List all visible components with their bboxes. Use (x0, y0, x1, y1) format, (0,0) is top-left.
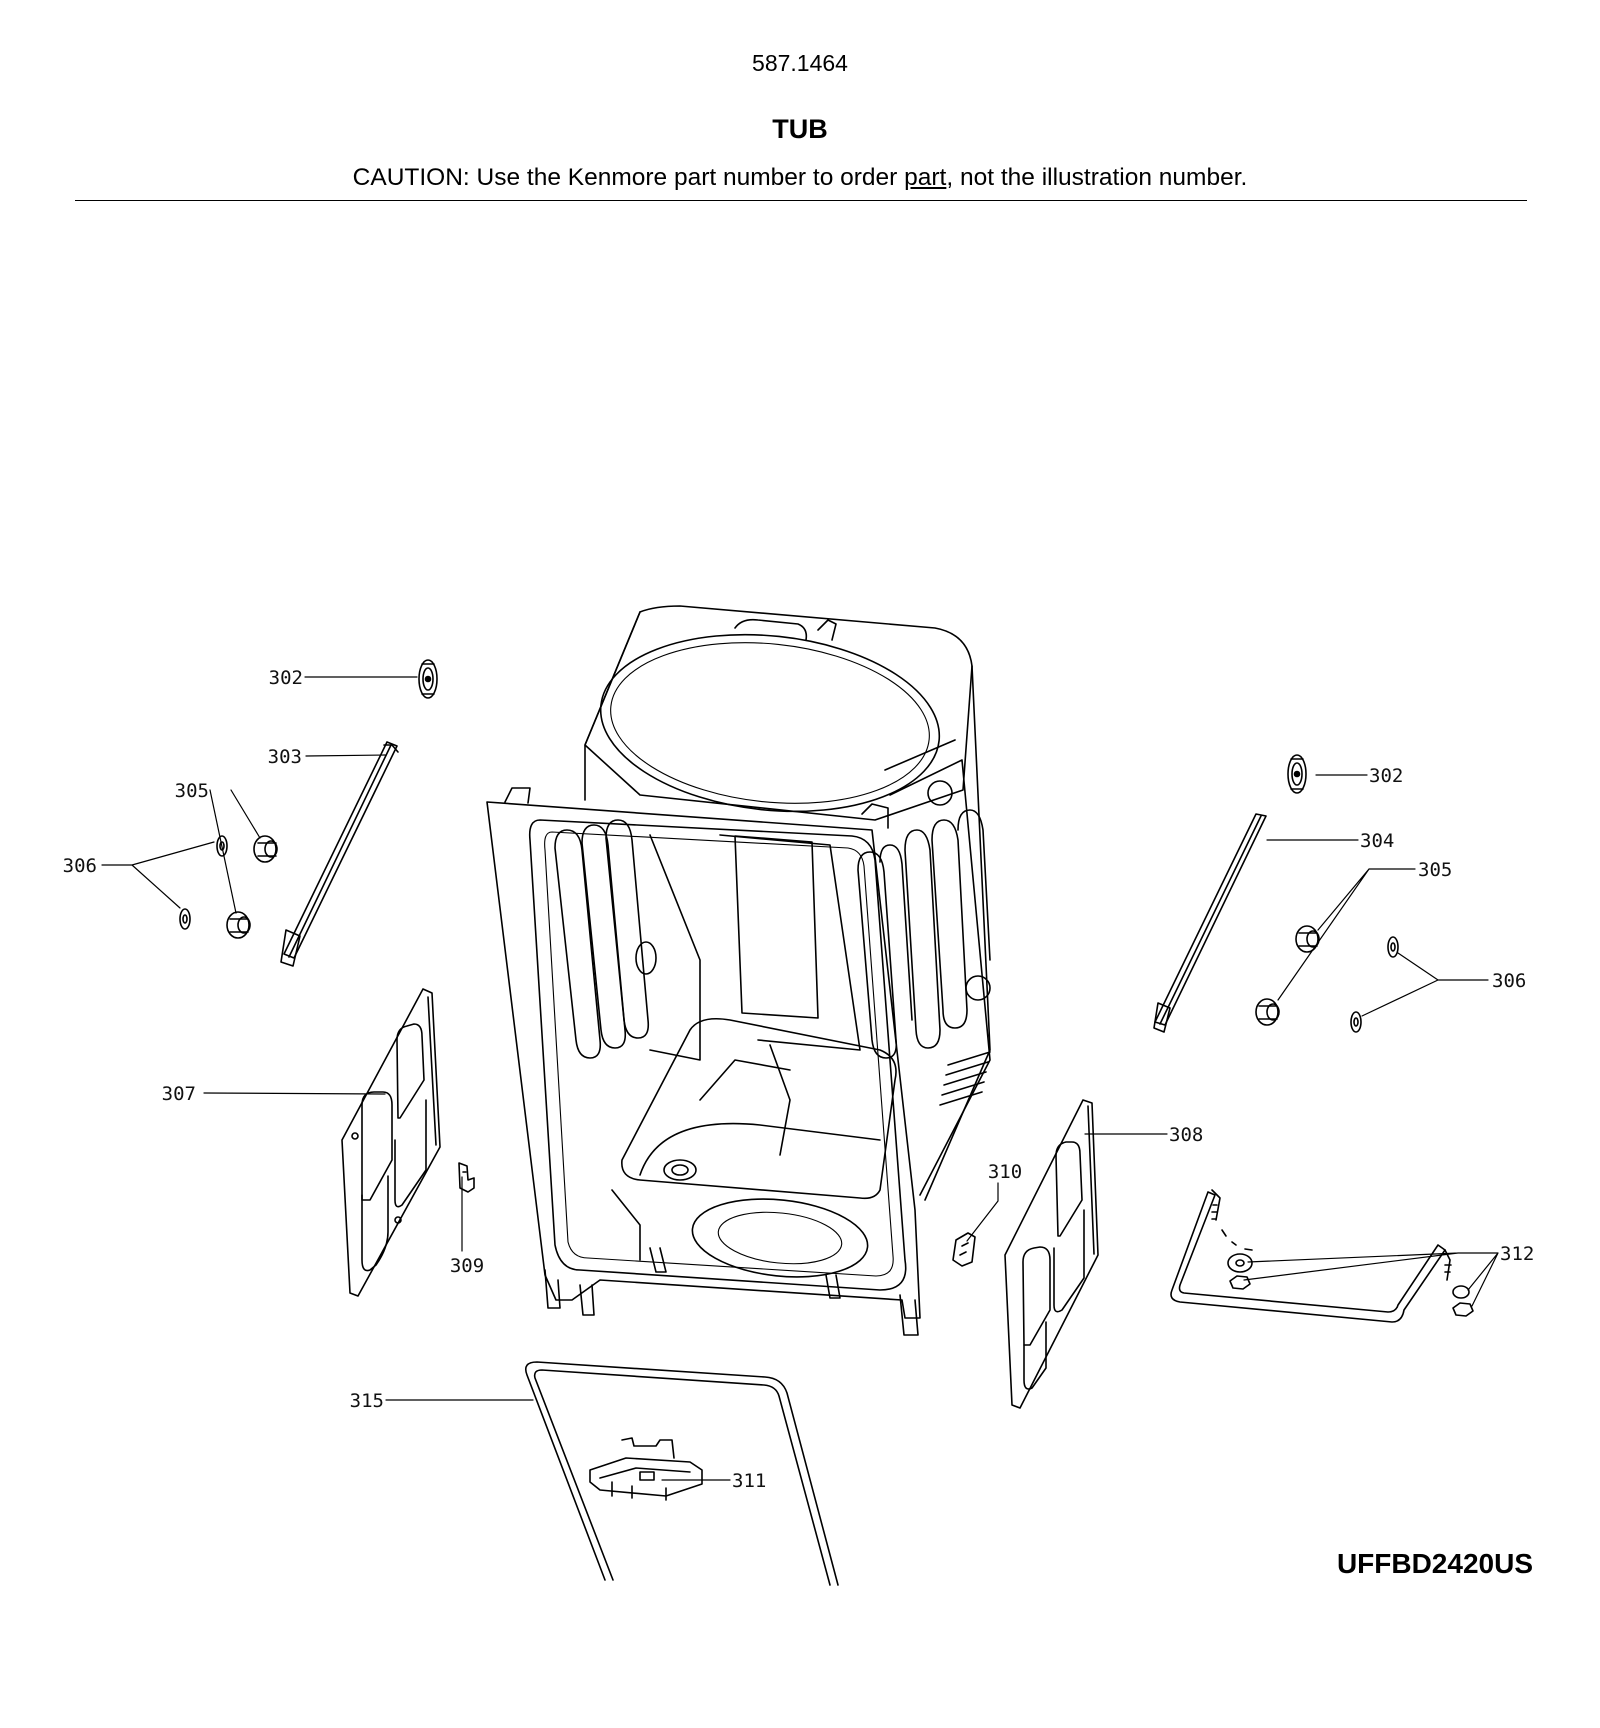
callout-305-left: 305 (175, 780, 209, 802)
part-304-right-dishrack-rail (1153, 813, 1267, 1033)
caution-text-end: , not the illustration number. (946, 164, 1248, 191)
part-309-bracket (458, 1162, 475, 1193)
callout-306-right: 306 (1492, 970, 1526, 992)
part-315-door-gasket (524, 1361, 839, 1586)
model-code: 587.1464 (752, 50, 848, 76)
caution-note: CAUTION: Use the Kenmore part number to … (0, 164, 1600, 192)
model-number: UFFBD2420US (1336, 1548, 1533, 1579)
leader-lines (101, 676, 1499, 1481)
caution-link-part[interactable]: part (904, 164, 947, 191)
part-305-right-rack-wheels (1255, 925, 1320, 1026)
part-307-left-side-panel (341, 988, 441, 1297)
part-310-bracket (952, 1232, 976, 1267)
callout-307: 307 (162, 1083, 196, 1105)
part-303-left-dishrack-rail (280, 741, 399, 967)
callout-labels: 302 303 302 304 305 305 306 306 307 308 … (63, 667, 1535, 1492)
part-302-right-roller-bearing (1287, 754, 1307, 794)
part-302-left-roller-bearing (418, 659, 438, 699)
callout-312: 312 (1500, 1243, 1534, 1265)
callout-309: 309 (450, 1255, 484, 1277)
callout-303: 303 (268, 746, 302, 768)
callout-302-right: 302 (1369, 765, 1403, 787)
part-306-left-washers (179, 835, 228, 930)
callout-304: 304 (1360, 830, 1394, 852)
callout-305-right: 305 (1418, 859, 1452, 881)
part-312-leveling-leg-assembly (1170, 1189, 1474, 1323)
callout-308: 308 (1169, 1124, 1203, 1146)
callout-315: 315 (350, 1390, 384, 1412)
part-305-left-rack-wheels (226, 835, 278, 939)
tub-assembly (486, 605, 991, 1336)
callout-310: 310 (988, 1161, 1022, 1183)
part-311-door-hinge (589, 1437, 703, 1501)
section-title: TUB (772, 114, 828, 144)
header-divider (75, 200, 1527, 201)
part-306-right-washers (1350, 936, 1399, 1033)
callout-302-left: 302 (269, 667, 303, 689)
callout-306-left: 306 (63, 855, 97, 877)
caution-text-start: CAUTION: Use the Kenmore part number to … (352, 164, 905, 191)
part-308-right-side-panel (1004, 1099, 1099, 1409)
callout-311: 311 (732, 1470, 766, 1492)
